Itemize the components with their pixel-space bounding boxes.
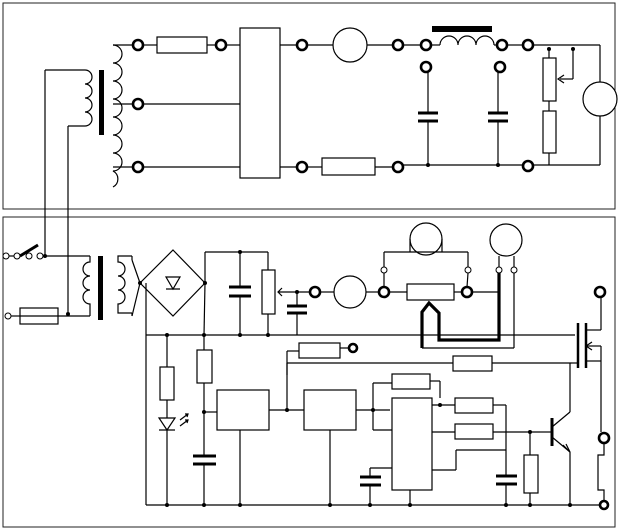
upper-meter <box>582 81 618 117</box>
resistor <box>452 355 493 372</box>
meter <box>409 222 443 256</box>
terminal <box>598 499 610 511</box>
led-resistor <box>159 366 175 401</box>
terminal <box>347 342 359 354</box>
upper-terminal <box>391 38 405 52</box>
led-icon <box>157 417 177 432</box>
ic-block <box>303 389 357 431</box>
resistor <box>454 397 494 414</box>
upper-resistor <box>542 110 557 154</box>
potentiometer <box>261 269 276 315</box>
mains-switch <box>19 243 39 258</box>
terminal <box>308 285 322 299</box>
main-transformer-secondary <box>117 255 132 314</box>
upper-transformer-primary <box>84 69 93 127</box>
terminal <box>377 285 391 299</box>
rectifier-diode-icon <box>164 276 182 291</box>
mosfet <box>584 341 593 351</box>
upper-terminal <box>131 97 145 111</box>
terminal <box>597 431 611 445</box>
upper-meter <box>332 27 368 63</box>
resistor <box>391 373 431 390</box>
sense-wire <box>420 273 501 348</box>
upper-potentiometer <box>542 57 557 102</box>
upper-terminal <box>391 160 405 174</box>
output-connector <box>597 443 605 505</box>
upper-terminal <box>214 38 228 52</box>
upper-resistor <box>321 157 376 176</box>
upper-inductor <box>439 35 495 46</box>
input-terminal <box>4 312 12 320</box>
terminal <box>593 285 607 299</box>
shunt-resistor <box>406 283 455 301</box>
meter <box>333 275 367 309</box>
upper-resistor <box>156 36 208 54</box>
input-terminal <box>2 252 10 260</box>
resistor <box>298 342 341 359</box>
resistor <box>454 423 494 440</box>
resistor <box>196 349 213 384</box>
upper-panel-frame <box>2 2 616 210</box>
ic-block <box>216 389 270 431</box>
upper-transformer-core <box>99 70 104 135</box>
upper-transformer-secondary <box>112 44 123 188</box>
upper-inductor-core <box>432 26 492 32</box>
lower-panel-frame <box>2 216 616 528</box>
upper-module-block <box>239 27 281 179</box>
upper-terminal <box>521 159 535 173</box>
meter <box>489 223 523 257</box>
upper-terminal <box>493 60 507 74</box>
upper-terminal <box>521 38 535 52</box>
led-light-arrows <box>179 413 189 427</box>
lower-circuit <box>2 222 611 511</box>
switch-contact <box>25 252 33 260</box>
upper-terminal <box>131 160 145 174</box>
logic-ic <box>391 397 433 491</box>
upper-circuit <box>44 26 618 312</box>
resistor <box>523 454 539 494</box>
main-transformer-core <box>98 256 103 320</box>
upper-terminal <box>131 38 145 52</box>
upper-terminal <box>295 38 309 52</box>
upper-terminal <box>419 38 433 52</box>
upper-terminal <box>495 38 509 52</box>
upper-terminal <box>419 60 433 74</box>
upper-terminal <box>295 160 309 174</box>
terminal <box>460 285 474 299</box>
main-transformer-primary <box>82 256 91 316</box>
input-terminal <box>13 252 21 260</box>
bridge-rectifier <box>139 249 206 317</box>
